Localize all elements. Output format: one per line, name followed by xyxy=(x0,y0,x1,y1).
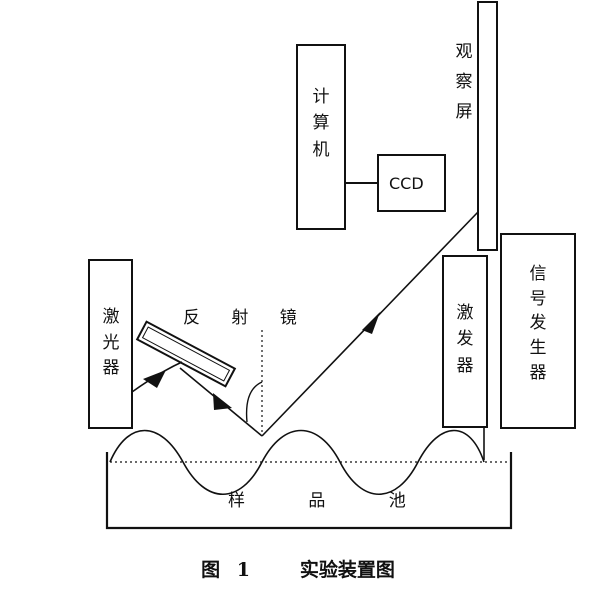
exciter-label: 激发器 xyxy=(456,303,474,376)
beam-arrow-1 xyxy=(143,370,166,388)
sample-cell xyxy=(105,452,513,530)
beam-arrow-2 xyxy=(213,393,232,410)
incidence-angle-arc xyxy=(245,381,263,423)
computer-box xyxy=(296,44,346,230)
computer-label: 计算机 xyxy=(312,87,330,160)
mirror-label: 反 射 镜 xyxy=(183,308,297,328)
laser-label: 激光器 xyxy=(102,307,120,378)
surface-wave xyxy=(109,429,485,496)
exciter-box xyxy=(442,255,488,428)
screen-bar xyxy=(477,1,498,251)
sample-cell-label: 样 品 池 xyxy=(228,491,406,511)
screen-label: 观察屏 xyxy=(455,42,473,122)
signal-generator-box xyxy=(500,233,576,429)
figure-caption: 图 1 实验装置图 xyxy=(201,559,395,581)
ccd-label: CCD xyxy=(389,174,424,193)
signal-generator-label: 信号发生器 xyxy=(529,264,547,383)
beam-arrow-3 xyxy=(362,312,380,334)
laser-box xyxy=(88,259,133,429)
